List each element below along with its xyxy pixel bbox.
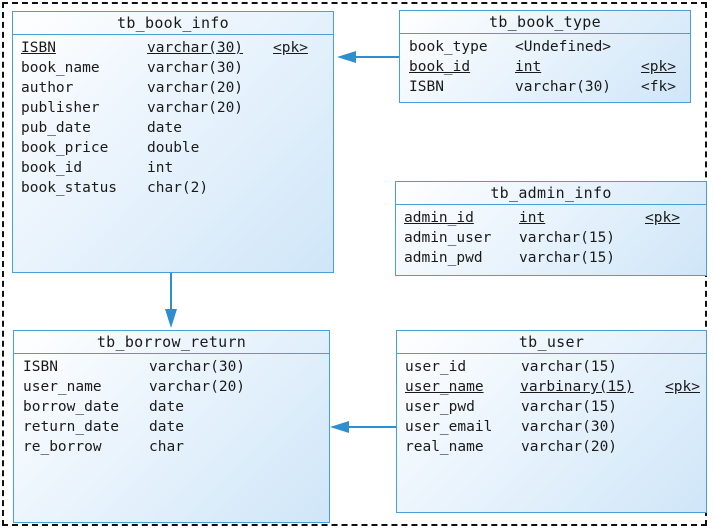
entity-tb-borrow-return[interactable]: tb_borrow_return ISBN varchar(30) user_na… (13, 330, 330, 523)
column-type: varchar(30) (521, 419, 618, 435)
column-key: <pk> (641, 59, 676, 75)
column-type: varchar(15) (521, 359, 618, 375)
column-row: user_name varbinary(15) <pk> (405, 377, 700, 397)
entity-title: tb_user (397, 331, 706, 354)
column-type: varchar(30) (147, 60, 244, 76)
column-type: varchar(20) (521, 439, 618, 455)
column-type: date (149, 399, 184, 415)
column-name: publisher (21, 100, 100, 116)
column-name: book_id (409, 59, 471, 75)
column-row: pub_date date (21, 118, 327, 138)
entity-title: tb_book_type (400, 11, 690, 34)
arrowhead-borrow-return-right (330, 421, 349, 433)
column-name: book_price (21, 140, 109, 156)
column-row: real_name varchar(20) (405, 437, 700, 457)
column-key: <pk> (645, 210, 680, 226)
column-name: pub_date (21, 120, 91, 136)
column-name: ISBN (23, 359, 58, 375)
column-type: char(2) (147, 180, 209, 196)
column-type: varchar(15) (519, 230, 616, 246)
column-name: book_name (21, 60, 100, 76)
column-name: admin_pwd (404, 250, 483, 266)
column-type: date (147, 120, 182, 136)
column-type: varchar(15) (519, 250, 616, 266)
column-type: varchar(15) (521, 399, 618, 415)
column-name: user_email (405, 419, 493, 435)
column-row: ISBN varchar(30) <pk> (21, 38, 327, 58)
column-key: <pk> (665, 379, 700, 395)
column-name: author (21, 80, 74, 96)
column-row: book_price double (21, 138, 327, 158)
column-type: varbinary(15) (520, 379, 634, 395)
column-row: book_id int <pk> (409, 57, 684, 77)
column-row: admin_pwd varchar(15) (404, 248, 700, 268)
column-name: admin_user (404, 230, 492, 246)
column-type: varchar(30) (147, 40, 244, 56)
entity-tb-book-type[interactable]: tb_book_type book_type <Undefined> book_i… (399, 10, 691, 103)
column-type: date (149, 419, 184, 435)
column-key: <fk> (641, 79, 676, 95)
column-name: return_date (23, 419, 120, 435)
column-type: int (519, 210, 546, 226)
column-name: ISBN (409, 79, 444, 95)
column-type: int (147, 160, 174, 176)
column-type: char (149, 439, 184, 455)
column-name: user_id (405, 359, 467, 375)
column-row: return_date date (23, 417, 323, 437)
column-type: varchar(20) (149, 379, 246, 395)
column-key: <pk> (273, 40, 308, 56)
column-row: ISBN varchar(30) <fk> (409, 77, 684, 97)
entity-title: tb_book_info (13, 12, 333, 35)
column-type: varchar(30) (149, 359, 246, 375)
entity-title: tb_borrow_return (14, 331, 329, 354)
column-row: re_borrow char (23, 437, 323, 457)
column-name: book_status (21, 180, 118, 196)
column-row: book_type <Undefined> (409, 37, 684, 57)
column-row: book_name varchar(30) (21, 58, 327, 78)
column-row: admin_user varchar(15) (404, 228, 700, 248)
column-name: user_name (405, 379, 484, 395)
column-row: user_name varchar(20) (23, 377, 323, 397)
column-name: user_pwd (405, 399, 475, 415)
column-row: admin_id int <pk> (404, 208, 700, 228)
column-row: user_pwd varchar(15) (405, 397, 700, 417)
column-type: <Undefined> (515, 39, 612, 55)
entity-title: tb_admin_info (396, 182, 706, 205)
arrowhead-borrow-return-top (165, 309, 177, 328)
column-name: real_name (405, 439, 484, 455)
column-row: publisher varchar(20) (21, 98, 327, 118)
column-row: book_id int (21, 158, 327, 178)
column-row: ISBN varchar(30) (23, 357, 323, 377)
column-type: varchar(20) (147, 80, 244, 96)
column-row: user_email varchar(30) (405, 417, 700, 437)
column-type: int (515, 59, 542, 75)
arrowhead-book-info (337, 51, 356, 63)
column-type: varchar(20) (147, 100, 244, 116)
column-name: admin_id (404, 210, 474, 226)
column-name: book_id (21, 160, 83, 176)
column-name: ISBN (21, 40, 56, 56)
column-type: double (147, 140, 200, 156)
column-row: user_id varchar(15) (405, 357, 700, 377)
column-name: borrow_date (23, 399, 120, 415)
column-row: author varchar(20) (21, 78, 327, 98)
column-name: re_borrow (23, 439, 102, 455)
entity-tb-book-info[interactable]: tb_book_info ISBN varchar(30) <pk> book_na… (12, 11, 334, 273)
entity-tb-user[interactable]: tb_user user_id varchar(15) user_name varb… (396, 330, 707, 513)
column-type: varchar(30) (515, 79, 612, 95)
column-row: borrow_date date (23, 397, 323, 417)
column-row: book_status char(2) (21, 178, 327, 198)
entity-tb-admin-info[interactable]: tb_admin_info admin_id int <pk> admin_user… (395, 181, 707, 276)
column-name: book_type (409, 39, 488, 55)
column-name: user_name (23, 379, 102, 395)
